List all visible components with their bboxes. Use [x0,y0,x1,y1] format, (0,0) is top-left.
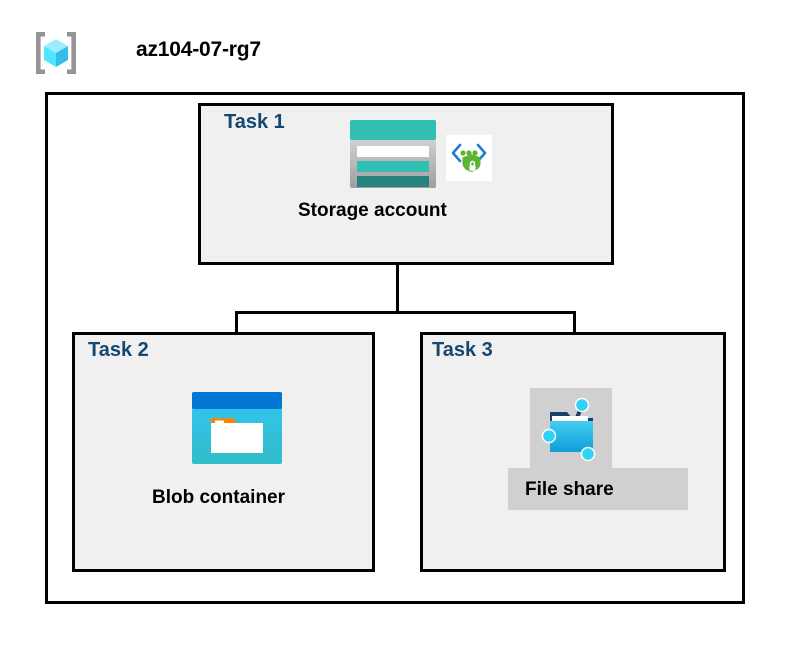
resource-group-header: az104-07-rg7 [28,26,448,78]
secure-endpoint-icon [446,135,492,181]
connector-horizontal-bar [235,311,576,314]
blob-container-caption: Blob container [152,487,286,508]
task-3-label: Task 3 [432,339,493,361]
storage-account-icon [350,120,436,188]
blob-container-icon [192,392,282,464]
file-share-label-background [508,468,688,510]
connector-storage-stem [396,265,399,314]
page-title: az104-07-rg7 [136,38,261,61]
storage-account-caption: Storage account [298,200,447,221]
file-share-caption: File share [525,479,614,500]
task-2-label: Task 2 [88,339,149,361]
task-1-label: Task 1 [224,111,285,133]
resource-group-icon [32,29,80,77]
file-share-icon [530,388,612,470]
